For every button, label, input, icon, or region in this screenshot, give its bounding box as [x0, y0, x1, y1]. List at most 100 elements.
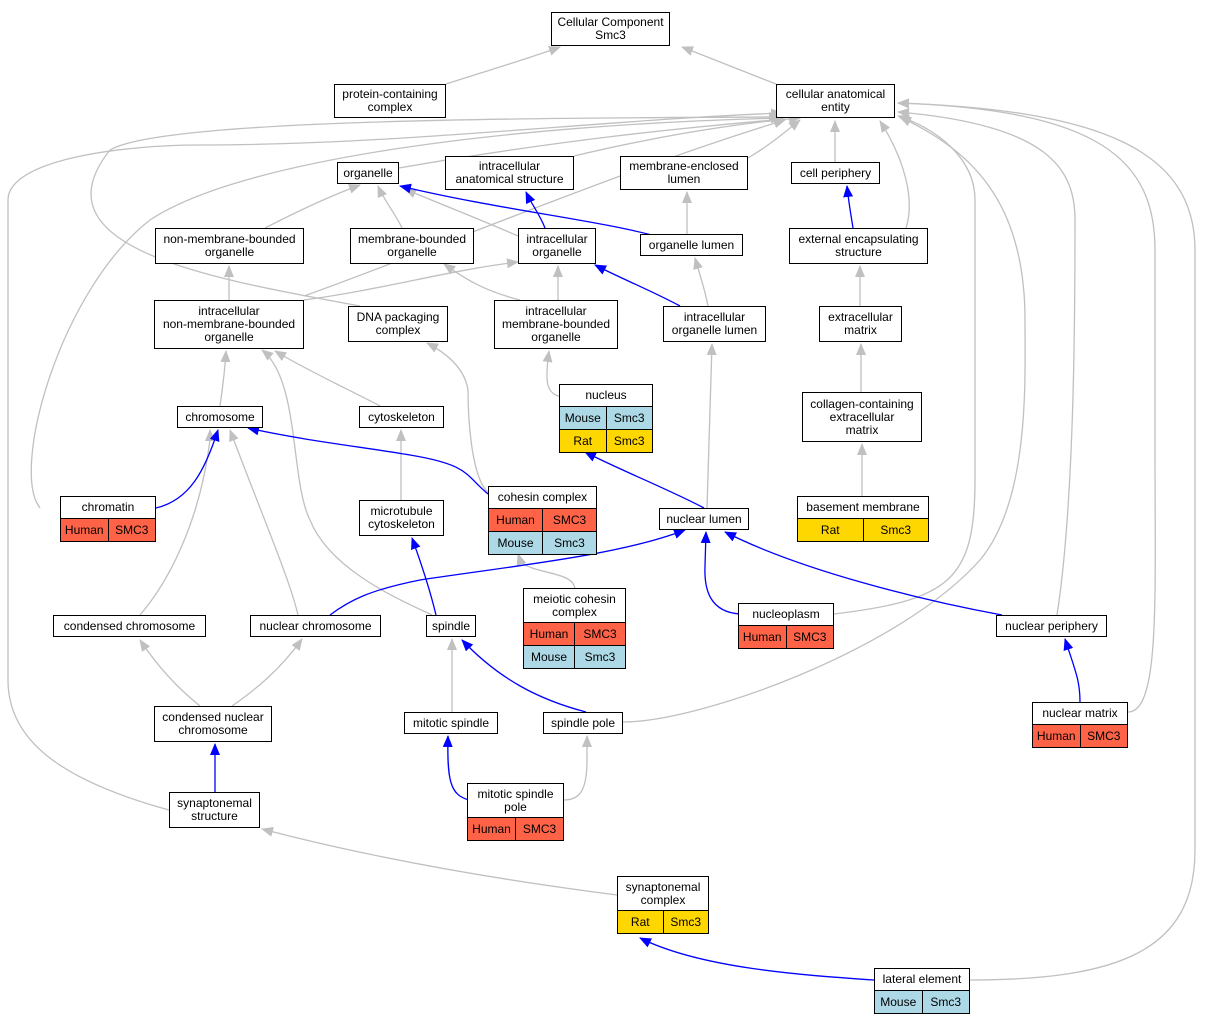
node-external-encapsulating-structure[interactable]: external encapsulating structure — [789, 228, 928, 264]
node-label: nuclear matrix — [1033, 703, 1127, 725]
node-label: membrane-bounded organelle — [357, 232, 467, 259]
annotation-species: Mouse — [530, 650, 568, 664]
node-label: chromatin — [61, 497, 155, 519]
node-non-membrane-bounded-organelle[interactable]: non-membrane-bounded organelle — [155, 228, 304, 264]
node-label: organelle lumen — [648, 237, 735, 252]
edge-inmbo-io — [303, 258, 519, 301]
node-mitotic-spindle[interactable]: mitotic spindle — [404, 712, 498, 734]
node-synaptonemal-structure[interactable]: synaptonemal structure — [169, 792, 260, 828]
node-extracellular-matrix[interactable]: extracellular matrix — [819, 306, 902, 342]
edge-le-cae — [897, 98, 1196, 981]
annotation-gene: Smc3 — [862, 519, 929, 541]
node-label: synaptonemal structure — [177, 796, 252, 823]
node-membrane-enclosed-lumen[interactable]: membrane-enclosed lumen — [620, 156, 748, 190]
node-label: synaptonemal complex — [618, 877, 708, 911]
edge-spole-spindle — [461, 639, 587, 713]
node-label: intracellular membrane-bounded organelle — [501, 304, 611, 344]
annotation-species: Rat — [630, 915, 650, 929]
annotation-species: Human — [742, 630, 782, 644]
node-intracellular-organelle[interactable]: intracellular organelle — [518, 228, 596, 264]
edge-cnc-condchr — [139, 639, 201, 707]
edge-msp-spole — [563, 735, 592, 801]
node-label: membrane-enclosed lumen — [629, 159, 739, 186]
node-label: condensed nuclear chromosome — [162, 710, 264, 737]
node-microtubule-cytoskeleton[interactable]: microtubule cytoskeleton — [359, 500, 444, 536]
edge-io-org — [404, 188, 519, 237]
edge-condchr-chrom — [139, 429, 215, 616]
edge-mbo-org — [377, 185, 403, 229]
annotation-species: Human — [529, 627, 569, 641]
node-cytoskeleton[interactable]: cytoskeleton — [359, 406, 444, 428]
node-nuclear-chromosome[interactable]: nuclear chromosome — [250, 615, 381, 637]
edge-le-syncomplex — [639, 937, 875, 981]
node-label: extracellular matrix — [828, 310, 893, 337]
edge-iol-io — [594, 264, 681, 307]
node-intracellular-membrane-bounded-organelle[interactable]: intracellular membrane-bounded organelle — [494, 300, 618, 349]
node-intracellular-anatomical-structure[interactable]: intracellular anatomical structure — [445, 156, 574, 190]
edge-nchr-nl — [329, 529, 686, 616]
edge-nmbo-org — [264, 184, 361, 229]
node-intracellular-organelle-lumen[interactable]: intracellular organelle lumen — [663, 306, 766, 342]
node-cell-periphery[interactable]: cell periphery — [791, 162, 880, 184]
node-spindle-pole[interactable]: spindle pole — [543, 712, 623, 734]
edge-spindle-mtc — [411, 537, 437, 616]
node-condensed-chromosome[interactable]: condensed chromosome — [53, 615, 206, 637]
node-label: cell periphery — [799, 165, 872, 180]
node-spindle[interactable]: spindle — [426, 615, 476, 637]
edge-nl-iol — [706, 343, 717, 509]
edge-dpc-cae — [90, 112, 781, 307]
node-intracellular-non-membrane-bounded-organelle[interactable]: intracellular non-membrane-bounded organ… — [154, 300, 304, 349]
node-organelle[interactable]: organelle — [337, 162, 399, 184]
edge-msp-mspindle — [442, 735, 470, 801]
edge-mel-cae — [747, 119, 801, 159]
edge-nm-np — [1063, 638, 1081, 703]
node-cellular-anatomical-entity[interactable]: cellular anatomical entity — [776, 84, 895, 118]
node-label: cellular anatomical entity — [785, 87, 886, 114]
annotation-species: Rat — [573, 434, 593, 448]
node-label: nucleoplasm — [739, 604, 833, 626]
edge-nplasm-cae — [833, 114, 976, 615]
node-condensed-nuclear-chromosome[interactable]: condensed nuclear chromosome — [154, 706, 272, 742]
annotation-species: Mouse — [880, 995, 917, 1009]
node-collagen-containing-extracellular-matrix[interactable]: collagen-containing extracellular matrix — [802, 392, 922, 442]
edge-nplasm-nl — [700, 531, 741, 615]
node-label: intracellular organelle lumen — [671, 310, 758, 337]
node-label: chromosome — [185, 409, 255, 424]
edge-imbo-mbo — [443, 263, 521, 301]
node-organelle-lumen[interactable]: organelle lumen — [640, 234, 743, 256]
node-nuclear-periphery[interactable]: nuclear periphery — [996, 615, 1107, 637]
edge-ees-cae — [879, 120, 910, 229]
node-dna-packaging-complex[interactable]: DNA packaging complex — [348, 306, 448, 342]
node-chromosome[interactable]: chromosome — [177, 406, 263, 428]
annotation-species: Rat — [820, 523, 840, 537]
node-label: external encapsulating structure — [798, 232, 919, 259]
node-membrane-bounded-organelle[interactable]: membrane-bounded organelle — [350, 228, 474, 264]
edge-spole-cae — [622, 116, 1026, 723]
node-nuclear-lumen[interactable]: nuclear lumen — [659, 508, 749, 530]
edge-inmbo-cae — [303, 118, 786, 297]
edge-syncomplex-synstruct — [261, 826, 618, 896]
node-label: protein-containing complex — [342, 87, 438, 114]
edge-nchr-chrom — [229, 429, 299, 616]
node-protein-containing-complex[interactable]: protein-containing complex — [334, 84, 446, 118]
annotation-gene: Smc3 — [605, 407, 653, 429]
node-cellular-component-root[interactable]: Cellular Component Smc3 — [551, 12, 670, 46]
